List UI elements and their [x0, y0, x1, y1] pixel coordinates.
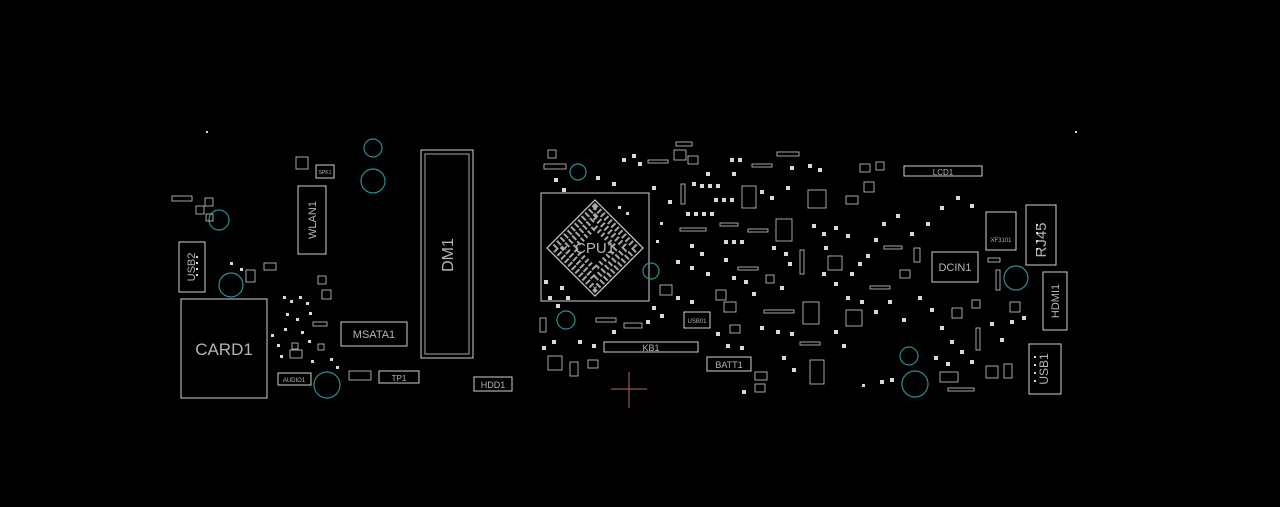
mounting-hole [360, 168, 386, 194]
component-card1[interactable]: CARD1 [180, 298, 268, 399]
label-batt1: BATT1 [715, 360, 742, 370]
component-dcin1[interactable]: DCIN1 [931, 251, 979, 283]
small-components-left [171, 156, 372, 381]
label-usb2: USB2 [186, 253, 198, 282]
mounting-hole [363, 138, 383, 158]
component-tp1[interactable]: TP1 [378, 370, 420, 384]
component-hdd1[interactable]: HDD1 [473, 376, 513, 392]
mounting-hole [1003, 265, 1029, 291]
mounting-hole [899, 346, 919, 366]
small-components-center [539, 141, 825, 394]
origin-crosshair [611, 372, 647, 408]
component-dm1[interactable]: DM1 [420, 149, 474, 359]
component-usb2[interactable]: USB2 [178, 241, 206, 293]
mounting-hole [569, 163, 587, 181]
component-usb01[interactable]: USB01 [683, 311, 711, 329]
label-xf3101: XF3101 [990, 238, 1012, 244]
label-lcd1: LCD1 [933, 168, 954, 177]
mounting-hole [313, 371, 341, 399]
label-cpu1: CPU1 [575, 240, 615, 257]
label-hdmi1: HDMI1 [1050, 284, 1062, 318]
mounting-hole [218, 272, 244, 298]
small-components-right [206, 131, 1077, 392]
component-kb1[interactable]: KB1 [603, 341, 699, 353]
mounting-hole [642, 262, 660, 280]
label-spk1: SPK1 [319, 170, 332, 176]
component-usb1[interactable]: USB1 [1028, 343, 1062, 395]
label-rj45: RJ45 [1033, 222, 1050, 257]
label-tp1: TP1 [392, 374, 407, 383]
component-wlan1[interactable]: WLAN1 [297, 185, 327, 255]
mounting-hole [901, 370, 929, 398]
label-usb01: USB01 [687, 319, 707, 325]
label-audio1: AUDIO1 [283, 378, 306, 384]
mounting-hole [556, 310, 576, 330]
component-msata1[interactable]: MSATA1 [340, 321, 408, 347]
label-wlan1: WLAN1 [307, 201, 319, 239]
label-kb1: KB1 [642, 343, 659, 353]
component-cpu1[interactable]: CPU1 [540, 192, 650, 302]
component-batt1[interactable]: BATT1 [706, 356, 752, 372]
component-audio1[interactable]: AUDIO1 [277, 372, 312, 386]
label-dcin1: DCIN1 [938, 262, 971, 274]
label-hdd1: HDD1 [481, 380, 506, 390]
component-hdmi1[interactable]: HDMI1 [1042, 271, 1068, 331]
mounting-hole [208, 209, 230, 231]
component-xf3101[interactable]: XF3101 [985, 211, 1017, 251]
label-usb1: USB1 [1037, 353, 1051, 385]
component-spk1[interactable]: SPK1 [315, 164, 335, 179]
label-dm1: DM1 [440, 238, 457, 272]
label-msata1: MSATA1 [353, 329, 395, 341]
component-lcd1[interactable]: LCD1 [903, 165, 983, 177]
label-card1: CARD1 [195, 340, 253, 359]
